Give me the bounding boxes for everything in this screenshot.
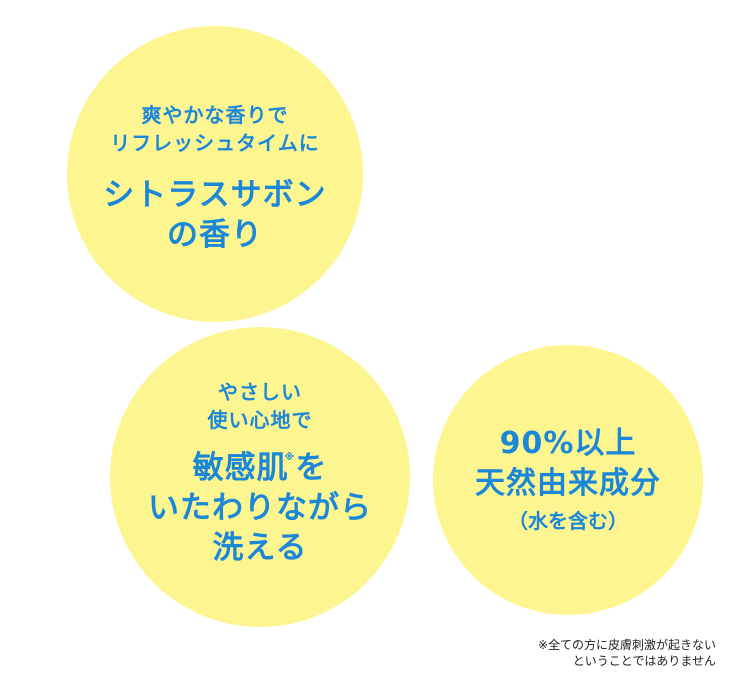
natural-title-line1: 90%以上 [499,426,637,461]
natural-ingredients-circle: 90%以上 天然由来成分 （水を含む） [433,345,703,615]
gentle-lead-line1: やさしい [218,380,302,404]
footnote: ※全ての方に皮膚刺激が起きない ということではありません [486,637,716,669]
gentle-lead: やさしい 使い心地で [208,378,313,434]
gentle-title: 敏感肌※を いたわりながら 洗える [148,448,372,568]
gentle-title-line2: いたわりながら [148,490,372,526]
gentle-title-line3: 洗える [212,530,308,566]
footnote-line1: ※全ての方に皮膚刺激が起きない [537,638,716,652]
gentle-title-line1: 敏感肌※を [148,448,372,488]
natural-title-line2: 天然由来成分 [475,466,661,501]
fragrance-lead-line2: リフレッシュタイムに [110,131,320,155]
footnote-line2: ということではありません [572,654,716,668]
gentle-circle: やさしい 使い心地で 敏感肌※を いたわりながら 洗える [110,327,410,627]
fragrance-lead-line1: 爽やかな香りで [141,103,289,127]
fragrance-title: シトラスサボン の香り [103,175,326,255]
fragrance-title-line2: の香り [166,217,263,253]
fragrance-lead: 爽やかな香りで リフレッシュタイムに [110,101,320,157]
fragrance-circle: 爽やかな香りで リフレッシュタイムに シトラスサボン の香り [67,26,363,322]
gentle-lead-line2: 使い心地で [207,408,313,432]
natural-title: 90%以上 天然由来成分 [475,424,661,504]
natural-subtitle: （水を含む） [508,509,628,533]
note-mark: ※ [284,452,296,463]
fragrance-title-line1: シトラスサボン [103,177,327,213]
sensitive-skin-text: 敏感肌 [192,450,289,486]
gentle-title-line1-suffix: を [295,450,328,486]
